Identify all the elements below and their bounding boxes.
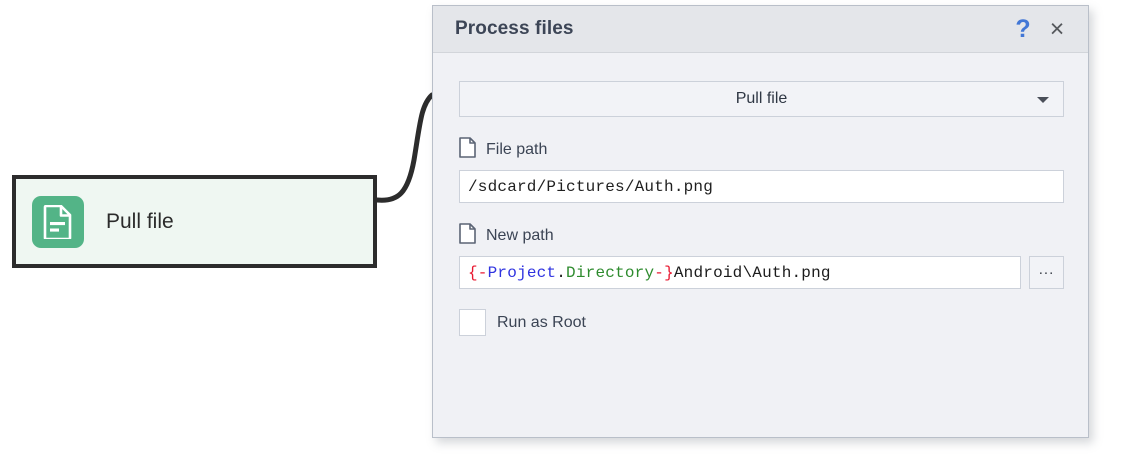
action-select[interactable]: Pull file: [459, 81, 1064, 117]
new-path-token-object: Project: [487, 263, 557, 282]
node-to-dialog-connector: [374, 92, 435, 203]
process-files-dialog: Process files ? × Pull file File path: [432, 5, 1089, 438]
file-icon: [459, 137, 476, 163]
new-path-token-plain: Android\Auth.png: [673, 263, 831, 282]
new-path-row: {-Project.Directory-}Android\Auth.png ..…: [459, 256, 1064, 289]
close-icon[interactable]: ×: [1049, 14, 1065, 43]
new-path-token-prop: Directory: [566, 263, 655, 282]
file-path-label-row: File path: [459, 137, 1064, 163]
new-path-token-delim: {-: [468, 263, 488, 282]
dialog-title: Process files: [455, 18, 574, 39]
action-select-value: Pull file: [735, 90, 788, 107]
file-path-input[interactable]: [459, 170, 1064, 203]
flow-node-pull-file[interactable]: Pull file: [12, 175, 377, 268]
help-icon[interactable]: ?: [1015, 14, 1031, 43]
dialog-titlebar: Process files ? ×: [433, 6, 1088, 53]
new-path-label-row: New path: [459, 223, 1064, 249]
file-path-label: File path: [486, 141, 548, 158]
dialog-body: Pull file File path New path: [433, 53, 1088, 336]
new-path-input[interactable]: {-Project.Directory-}Android\Auth.png: [459, 256, 1021, 289]
new-path-token-dot: .: [556, 263, 567, 282]
new-path-label: New path: [486, 227, 554, 244]
document-icon: [32, 195, 84, 248]
run-as-root-label: Run as Root: [497, 313, 586, 331]
run-as-root-checkbox[interactable]: [459, 309, 486, 336]
flow-node-label: Pull file: [106, 209, 174, 233]
file-icon: [459, 223, 476, 249]
new-path-token-delim: -}: [654, 263, 674, 282]
run-as-root-row[interactable]: Run as Root: [459, 309, 1064, 336]
chevron-down-icon: [1037, 97, 1049, 103]
browse-button[interactable]: ...: [1029, 256, 1064, 289]
